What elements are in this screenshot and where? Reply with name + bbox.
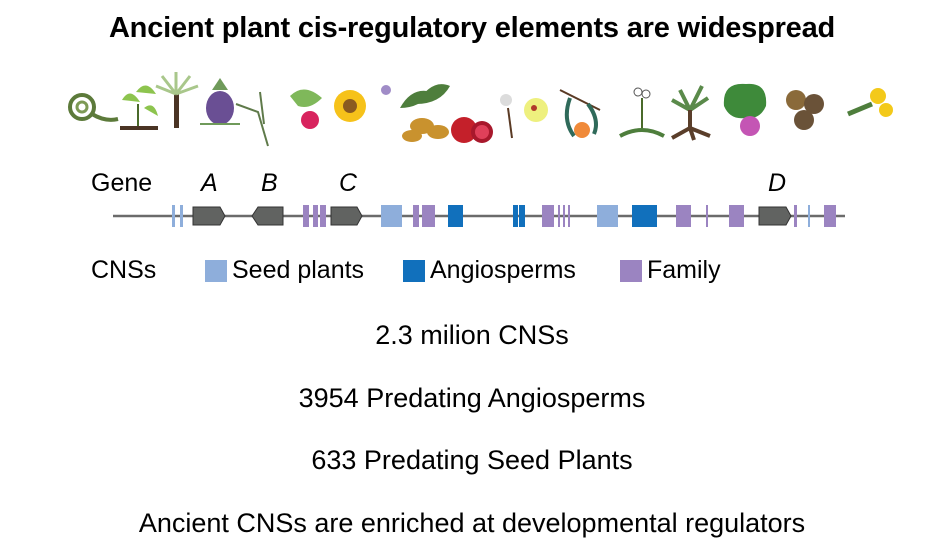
- family-swatch: [620, 259, 642, 282]
- cotton-icon: [500, 94, 548, 139]
- cns-angiosperm: [632, 205, 657, 227]
- legend-seed-plants: Seed plants: [205, 256, 364, 285]
- potato-icon: [381, 84, 450, 142]
- legume-icon: [847, 88, 893, 117]
- cns-family: [676, 205, 691, 227]
- stat-predating-angiosperms: 3954 Predating Angiosperms: [298, 383, 646, 413]
- fern-icon: [68, 93, 119, 122]
- cns-family: [542, 205, 554, 227]
- cns-family: [794, 205, 797, 227]
- chestnut-icon: [786, 90, 824, 130]
- cns-family: [413, 205, 419, 227]
- stat-conclusion: Ancient CNSs are enriched at development…: [138, 508, 806, 538]
- gene-d: [758, 206, 792, 226]
- cassava-icon: [671, 85, 711, 141]
- legend-angiosperms: Angiosperms: [403, 256, 576, 285]
- cns-seed: [172, 205, 175, 227]
- gene-c: [330, 206, 363, 226]
- cns-seed: [597, 205, 618, 227]
- gene-b: [251, 206, 284, 226]
- cns-angiosperm: [519, 205, 525, 227]
- cns-family: [729, 205, 744, 227]
- cns-angiosperm: [448, 205, 463, 227]
- cns-family: [558, 205, 560, 227]
- peach-icon: [559, 89, 601, 138]
- cns-family: [563, 205, 565, 227]
- legend-label: Angiosperms: [430, 256, 576, 284]
- bauhinia-icon: [723, 83, 767, 136]
- gene-c-label: C: [339, 169, 358, 197]
- legend-family: Family: [620, 256, 721, 285]
- gene-label: Gene: [91, 169, 153, 197]
- beet-icon: [290, 89, 322, 129]
- cns-seed: [381, 205, 402, 227]
- cns-family: [568, 205, 570, 227]
- pineapple-icon: [200, 78, 240, 125]
- cns-seed: [180, 205, 183, 227]
- stat-predating-seed-plants: 633 Predating Seed Plants: [311, 445, 633, 475]
- sunflower-icon: [334, 90, 366, 122]
- cns-family: [313, 205, 318, 227]
- gene-a: [192, 206, 226, 226]
- seed-plants-swatch: [205, 259, 227, 282]
- cns-family: [422, 205, 435, 227]
- plant-illustrations: [68, 72, 893, 147]
- cns-label: CNSs: [91, 256, 157, 284]
- cns-angiosperm: [513, 205, 518, 227]
- palm-icon: [155, 72, 199, 128]
- cns-family: [303, 205, 309, 227]
- gene-d-label: D: [768, 169, 787, 197]
- grass-icon: [235, 91, 269, 147]
- legend-label: Family: [647, 256, 721, 284]
- gene-a-label: A: [201, 169, 218, 197]
- cns-seed: [808, 205, 810, 227]
- pomegranate-icon: [451, 117, 493, 143]
- ginkgo-icon: [120, 85, 158, 130]
- arabidopsis-icon: [619, 87, 665, 138]
- gene-b-label: B: [261, 169, 278, 197]
- slide-title: Ancient plant cis-regulatory elements ar…: [108, 12, 836, 44]
- angiosperms-swatch: [403, 259, 425, 282]
- legend-label: Seed plants: [232, 256, 365, 284]
- stat-total-cns: 2.3 milion CNSs: [375, 320, 569, 350]
- cns-family: [824, 205, 836, 227]
- cns-family: [320, 205, 326, 227]
- cns-family: [706, 205, 708, 227]
